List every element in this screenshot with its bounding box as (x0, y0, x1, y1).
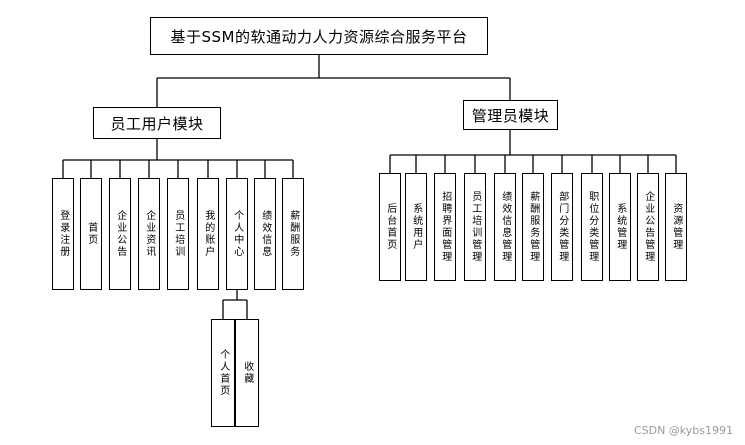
employee-item-node-label: 员工培训 (172, 210, 184, 258)
admin-item-node-label: 系统管理 (614, 203, 626, 251)
watermark: CSDN @kybs1991 (633, 424, 733, 437)
employee-item-node: 员工培训 (167, 178, 189, 290)
employee-item-node: 个人中心 (226, 178, 248, 290)
admin-item-node-label: 系统用户 (410, 203, 422, 251)
admin-item-node-label: 员工培训管理 (469, 191, 481, 263)
admin-item-node-label: 薪酬服务管理 (527, 191, 539, 263)
root-label: 基于SSM的软通动力人力资源综合服务平台 (170, 27, 468, 46)
employee-item-node-label: 薪酬服务 (287, 210, 299, 258)
admin-item-node-label: 后台首页 (384, 203, 396, 251)
admin-item-node: 部门分类管理 (551, 173, 573, 281)
admin-item-node: 薪酬服务管理 (522, 173, 544, 281)
admin-item-node-label: 绩效信息管理 (499, 191, 511, 263)
employee-item-node: 首页 (80, 178, 102, 290)
admin-item-node-label: 企业公告管理 (642, 191, 654, 263)
admin-item-node: 资源管理 (665, 173, 687, 281)
employee-item-node-label: 登录注册 (57, 210, 69, 258)
employee-sub-item-node-label: 个人首页 (217, 349, 229, 397)
employee-item-node-label: 企业资讯 (143, 210, 155, 258)
admin-item-node-label: 招聘界面管理 (439, 191, 451, 263)
employee-sub-item-node: 个人首页 (211, 319, 235, 427)
employee-sub-item-node-label: 收藏 (241, 361, 253, 385)
employee-item-node-label: 企业公告 (114, 210, 126, 258)
admin-item-node-label: 资源管理 (670, 203, 682, 251)
employee-item-node: 薪酬服务 (282, 178, 304, 290)
admin-item-node: 企业公告管理 (637, 173, 659, 281)
root-node: 基于SSM的软通动力人力资源综合服务平台 (150, 17, 488, 55)
admin-item-node: 系统用户 (405, 173, 427, 281)
employee-item-node: 我的账户 (197, 178, 219, 290)
employee-item-node-label: 个人中心 (231, 210, 243, 258)
employee-item-node-label: 我的账户 (202, 210, 214, 258)
admin-module-node: 管理员模块 (463, 100, 558, 130)
admin-item-node: 绩效信息管理 (494, 173, 516, 281)
employee-item-node: 企业公告 (109, 178, 131, 290)
admin-item-node: 后台首页 (379, 173, 401, 281)
employee-item-node-label: 绩效信息 (259, 210, 271, 258)
admin-item-node-label: 部门分类管理 (556, 191, 568, 263)
admin-item-node: 招聘界面管理 (434, 173, 456, 281)
admin-item-node: 员工培训管理 (464, 173, 486, 281)
employee-sub-item-node: 收藏 (235, 319, 259, 427)
employee-item-node: 企业资讯 (138, 178, 160, 290)
admin-item-node-label: 职位分类管理 (586, 191, 598, 263)
employee-item-node: 绩效信息 (254, 178, 276, 290)
employee-item-node-label: 首页 (85, 222, 97, 246)
admin-item-node: 职位分类管理 (581, 173, 603, 281)
admin-module-label: 管理员模块 (471, 106, 550, 125)
employee-module-label: 员工用户模块 (110, 114, 204, 133)
employee-module-node: 员工用户模块 (93, 107, 221, 139)
employee-item-node: 登录注册 (52, 178, 74, 290)
admin-item-node: 系统管理 (609, 173, 631, 281)
